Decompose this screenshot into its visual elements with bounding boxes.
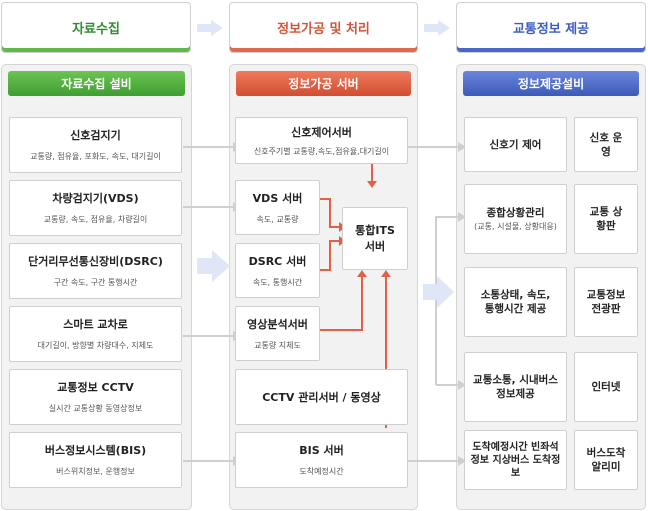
stage-arrow-icon [422,20,452,36]
collect-item-title: 단거리무선통신장비(DSRC) [28,255,163,268]
collect-item-title: 스마트 교차로 [63,318,128,331]
process-item-title: DSRC 서버 [248,254,307,268]
stage-provide-label: 교통정보 제공 [456,2,646,53]
collect-item-sub: 구간 속도, 구간 통행시간 [53,278,138,287]
stage-arrow-icon [195,20,225,36]
provide-right-internet: 인터넷 [574,352,638,422]
collect-item-title: 차량검지기(VDS) [52,192,139,205]
process-item-title: BIS 서버 [299,444,344,457]
provide-right-title: 교통정보 전광판 [586,289,626,315]
collect-item-title: 버스정보시스템(BIS) [44,444,147,457]
process-item-sub: 속도, 교통량 [256,214,299,224]
collect-item-title: 교통정보 CCTV [57,381,134,394]
provide-left-title: 교통소통, 시내버스 정보제공 [473,374,558,400]
process-video-analysis-server: 영상분석서버 교통량 지체도 [235,306,320,361]
collect-item-sub: 대기길이, 방향별 차량대수, 지체도 [37,341,154,350]
provide-left-traffic-info: 소통상태, 속도, 통행시간 제공 [464,267,567,337]
provide-right-traffic-board: 교통 상황판 [574,184,638,254]
process-item-sub: 속도, 통행시간 [252,277,303,287]
provide-right-title: 교통 상황판 [589,206,623,232]
process-item-title: 통합ITS 서버 [355,223,395,253]
provide-left-title: 소통상태, 속도, 통행시간 제공 [480,289,551,315]
collect-smart-intersection: 스마트 교차로 대기길이, 방향별 차량대수, 지체도 [9,306,182,362]
provide-right-title: 인터넷 [591,381,621,393]
process-item-title: 신호제어서버 [291,125,352,139]
collect-bis: 버스정보시스템(BIS) 버스위치정보, 운행정보 [9,432,182,488]
stage-process-label: 정보가공 및 처리 [229,2,418,53]
process-vds-server: VDS 서버 속도, 교통량 [235,180,320,235]
panel-process-title: 정보가공 서버 [236,71,411,96]
process-item-title: 영상분석서버 [247,317,308,331]
collect-signal-detector: 신호검지기 교통량, 점유율, 포화도, 속도, 대기길이 [9,117,182,173]
provide-left-sub: (교통, 시설물, 상황대응) [474,222,557,231]
stage-process: 정보가공 및 처리 [229,2,418,53]
process-its-server: 통합ITS 서버 [342,207,408,270]
provide-right-signal-operation: 신호 운영 [574,117,638,172]
provide-left-situation-management: 종합상황관리 (교통, 시설물, 상황대응) [464,184,567,254]
provide-right-title: 신호 운영 [589,131,623,158]
collect-item-sub: 버스위치정보, 운행정보 [56,467,135,476]
process-item-sub: 교통량 지체도 [254,340,301,350]
process-bis-server: BIS 서버 도착예정시간 [235,432,408,488]
process-dsrc-server: DSRC 서버 속도, 통행시간 [235,243,320,298]
provide-left-title: 종합상황관리 [486,207,545,219]
provide-right-vms: 교통정보 전광판 [574,267,638,337]
collect-item-title: 신호검지기 [70,129,121,142]
collect-item-sub: 실시간 교통상황 동영상정보 [48,404,143,413]
panel-collect-title: 자료수집 설비 [8,71,185,96]
stage-collect: 자료수집 [1,2,191,53]
provide-right-title: 버스도착 알리미 [586,447,626,473]
process-item-sub: 신호주기별 교통량,속도,점유율,대기길이 [253,146,390,156]
collect-dsrc: 단거리무선통신장비(DSRC) 구간 속도, 구간 통행시간 [9,243,182,299]
collect-item-sub: 교통량, 점유율, 포화도, 속도, 대기길이 [30,152,161,161]
collect-cctv: 교통정보 CCTV 실시간 교통상황 동영상정보 [9,369,182,425]
provide-right-bus-arrival-alert: 버스도착 알리미 [574,430,638,490]
provide-left-title: 신호기 제어 [489,138,542,151]
process-cctv-server: CCTV 관리서버 / 동영상 [235,369,408,425]
provide-left-signal-control: 신호기 제어 [464,117,567,172]
collect-vds: 차량검지기(VDS) 교통량, 속도, 점유율, 차량길이 [9,180,182,236]
process-item-title: VDS 서버 [252,191,303,205]
panel-provide-title: 정보제공설비 [463,71,639,96]
process-item-title: CCTV 관리서버 / 동영상 [262,390,381,404]
collect-item-sub: 교통량, 속도, 점유율, 차량길이 [43,215,148,224]
stage-provide: 교통정보 제공 [456,2,646,53]
stage-collect-label: 자료수집 [1,2,191,53]
provide-left-bus-info: 교통소통, 시내버스 정보제공 [464,352,567,422]
process-signal-server: 신호제어서버 신호주기별 교통량,속도,점유율,대기길이 [235,117,408,164]
process-item-sub: 도착예정시간 [299,467,344,476]
provide-left-arrival-info: 도착예정시간 빈좌석 정보 지상버스 도착정보 [464,430,567,490]
provide-left-title: 도착예정시간 빈좌석 정보 지상버스 도착정보 [470,441,561,479]
